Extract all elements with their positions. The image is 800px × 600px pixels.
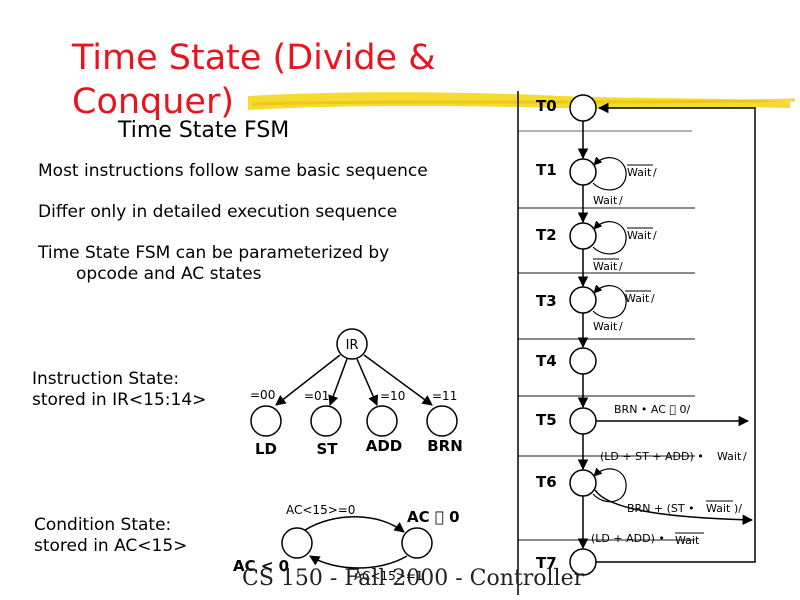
t2-node: [569, 222, 597, 250]
t6-exit-label-suffix: )/: [734, 502, 742, 515]
t6-self-label-wait: Wait: [717, 450, 742, 463]
t6-exit-label: BRN + (ST • Wait )/: [627, 500, 742, 515]
t5-exit-label: BRN • AC   0/: [614, 403, 691, 416]
t5-node: [569, 407, 597, 435]
t6-exit-label-prefix: BRN + (ST •: [627, 502, 695, 515]
condition-state-label-line-1: Condition State:: [34, 515, 172, 535]
t4-label: T4: [536, 352, 557, 370]
st-label: ST: [316, 440, 338, 458]
ac-pos-node: [401, 527, 433, 559]
t6-node: [569, 469, 597, 497]
ir-node: [336, 328, 368, 360]
t6-next-label: (LD + ADD) • Wait: [591, 532, 704, 547]
bullet-1: Most instructions follow same basic sequ…: [38, 161, 428, 181]
edge-label-ac-one: AC<15>=1: [354, 569, 423, 583]
t6-self-label: (LD + ST + ADD) • Wait /: [600, 450, 747, 463]
bullet-3-line-2: opcode and AC states: [76, 264, 262, 284]
edge-t6-exit: [594, 489, 754, 525]
t2-self-wait-slash: /: [653, 229, 657, 242]
edge-label-st: =01: [304, 389, 329, 403]
t3-self-wait-text: Wait: [625, 292, 650, 305]
brn-label: BRN: [427, 437, 463, 455]
t6-next-label-wait: Wait: [675, 534, 700, 547]
t2-self-wait: Wait /: [627, 227, 657, 242]
slide-title: Time State (Divide & Conquer): [72, 38, 436, 122]
edge-ac-to-neg: [309, 555, 408, 569]
t0-node: [569, 94, 597, 122]
ac-neg-node: [281, 527, 313, 559]
t5-label: T5: [536, 411, 557, 429]
edge-label-brn: =11: [432, 389, 457, 403]
t1-self-wait-text: Wait: [627, 166, 652, 179]
t2-next-wait: Wait /: [593, 258, 623, 273]
t2-next-wait-slash: /: [619, 260, 623, 273]
t3-next-wait: Wait /: [593, 320, 623, 333]
condition-state-label-line-2: stored in AC<15>: [34, 536, 188, 556]
slide-subtitle: Time State FSM: [118, 118, 290, 143]
slide-footer: CS 150 - Fall 2000 - Controller: [242, 566, 585, 591]
self-loop-t3: [592, 284, 627, 319]
edge-label-add: =10: [380, 389, 405, 403]
st-node: [310, 405, 342, 437]
t1-label: T1: [536, 161, 557, 179]
time-fsm: T0 T1 T2 T3 T4 T5 T6 T7 Wait / Wait /: [517, 91, 756, 595]
instruction-state-label-line-2: stored in IR<15:14>: [32, 390, 207, 410]
t0-label: T0: [536, 97, 557, 115]
t6-next-label-prefix: (LD + ADD) •: [591, 532, 665, 545]
t1-node: [569, 158, 597, 186]
t4-node: [569, 347, 597, 375]
t2-self-wait-text: Wait: [627, 229, 652, 242]
instruction-tree: IR =00 =01 =10 =11 LD ST ADD BRN: [250, 328, 463, 458]
t3-node: [569, 286, 597, 314]
edge-label-ac-zero: AC<15>=0: [286, 503, 355, 517]
edge-st: [328, 358, 348, 406]
condition-state-label: Condition State: stored in AC<15>: [34, 515, 187, 557]
t2-next-wait-text: Wait: [593, 260, 618, 273]
ac-pos-label: AC   0: [407, 508, 460, 526]
ld-label: LD: [255, 440, 277, 458]
t3-self-wait-slash: /: [651, 292, 655, 305]
t6-self-label-prefix: (LD + ST + ADD) •: [600, 450, 704, 463]
t1-next-wait-text: Wait: [593, 194, 618, 207]
edge-label-ld: =00: [250, 388, 275, 402]
edge-add: [356, 358, 379, 406]
bullet-3: Time State FSM can be parameterized by o…: [38, 243, 389, 285]
ld-node: [250, 405, 282, 437]
instruction-state-label-line-1: Instruction State:: [32, 369, 180, 389]
self-loop-t6: [592, 467, 627, 503]
t1-self-wait: Wait /: [627, 164, 657, 179]
ac-neg-label: AC < 0: [233, 557, 289, 575]
t6-exit-label-wait: Wait: [706, 502, 731, 515]
title-highlight-stroke-2: [251, 98, 796, 106]
t1-self-wait-slash: /: [653, 166, 657, 179]
edge-ld: [275, 354, 341, 406]
brn-node: [426, 405, 458, 437]
bullet-2: Differ only in detailed execution sequen…: [38, 202, 398, 222]
t3-label: T3: [536, 292, 557, 310]
t3-next-wait-text: Wait: [593, 320, 618, 333]
t7-label: T7: [536, 554, 557, 572]
t1-next-wait: Wait /: [593, 194, 623, 207]
self-loop-t1: [592, 156, 627, 191]
t3-self-wait: Wait /: [625, 290, 655, 305]
t2-label: T2: [536, 226, 557, 244]
t1-next-wait-slash: /: [619, 194, 623, 207]
add-label: ADD: [366, 437, 403, 455]
instruction-state-label: Instruction State: stored in IR<15:14>: [32, 369, 206, 411]
edge-ac-to-pos: [304, 516, 405, 533]
t6-self-label-slash: /: [743, 450, 747, 463]
add-node: [366, 405, 398, 437]
t6-label: T6: [536, 473, 557, 491]
bullet-3-line-1: Time State FSM can be parameterized by: [38, 243, 390, 263]
ir-node-label: IR: [346, 338, 359, 353]
self-loop-t2: [592, 220, 627, 255]
condition-fsm: AC<15>=0 AC<15>=1 AC   0 AC < 0: [233, 503, 460, 583]
edge-t7-t0: [596, 102, 756, 563]
edge-brn: [363, 354, 433, 406]
t3-next-wait-slash: /: [619, 320, 623, 333]
